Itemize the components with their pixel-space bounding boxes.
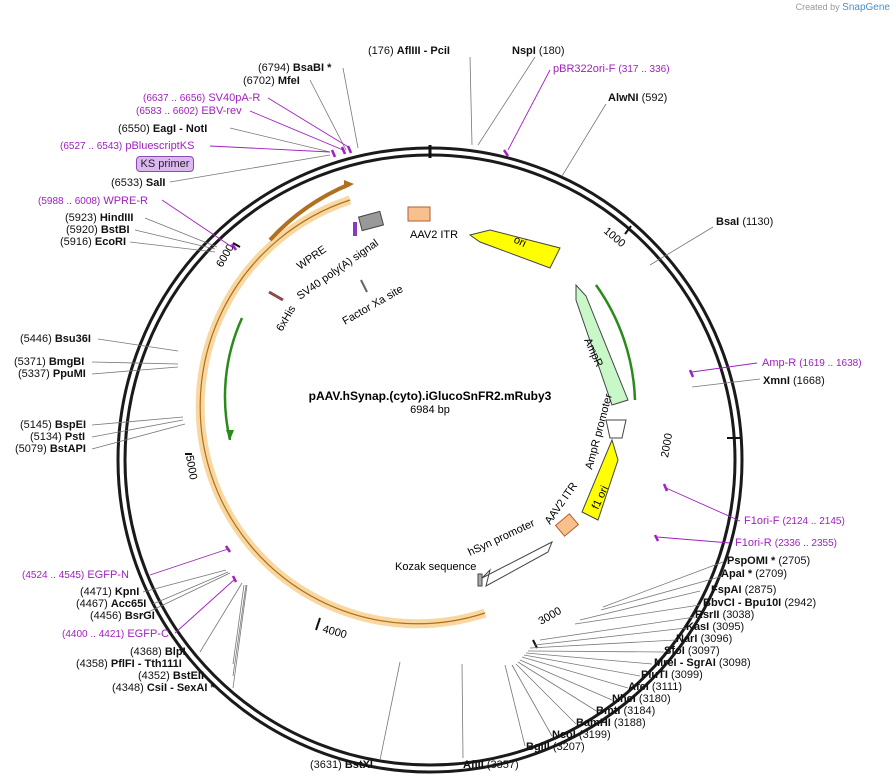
- site-label: NspI (180): [512, 45, 565, 57]
- site-label: (6794) BsaBI *: [258, 62, 332, 74]
- feature-inner-arrow: [226, 430, 234, 440]
- site-label: XmnI (1668): [763, 375, 825, 387]
- feature-label-wpre: WPRE: [295, 244, 329, 273]
- site-label: (4358) PflFI - Tth111I: [76, 658, 182, 670]
- feature-band-line: [199, 199, 486, 625]
- site-label: (5371) BmgBI: [14, 356, 84, 368]
- primer-lines: [149, 69, 758, 634]
- itr-right: [554, 513, 580, 537]
- feature-label-factor-xa: Factor Xa site: [341, 283, 406, 327]
- ampr-arrow: [575, 283, 629, 406]
- site-label: BbvCI - Bpu10I (2942): [703, 597, 816, 609]
- feature-label-hsyn: hSyn promoter: [466, 517, 537, 559]
- feature-label-sv40: SV40 poly(A) signal: [295, 237, 381, 302]
- site-label: AfeI (3111): [628, 681, 682, 693]
- site-label: AlwNI (592): [608, 92, 667, 104]
- primer-label: (6527 .. 6543) pBluescriptKS: [60, 140, 194, 152]
- 6xhis-marker: [268, 290, 284, 302]
- feature-inner-arc: [223, 317, 244, 441]
- factor-xa-marker: [360, 279, 368, 293]
- site-label: NheI (3180): [612, 693, 671, 705]
- site-label: (4471) KpnI: [80, 586, 139, 598]
- leader-lines: [91, 56, 761, 761]
- site-label: (5134) PstI: [30, 431, 85, 443]
- primer-label: (6637 .. 6656) SV40pA-R: [143, 92, 260, 104]
- wpre-arc-arrow: [344, 180, 354, 189]
- site-label: (4456) BsrGI: [90, 610, 155, 622]
- itr-left: [407, 206, 431, 222]
- site-label: ApaI * (2709): [721, 568, 787, 580]
- primer-label: (5988 .. 6008) WPRE-R: [38, 195, 148, 207]
- site-label: BmtI (3184): [596, 705, 655, 717]
- scale-tick-label: 1000: [601, 225, 627, 250]
- site-label: (5446) Bsu36I: [20, 333, 91, 345]
- site-label: (6533) SalI: [111, 177, 165, 189]
- wpre-arc: [268, 182, 351, 242]
- plasmid-title: pAAV.hSynap.(cyto).iGlucoSnFR2.mRuby3: [309, 389, 552, 403]
- site-label: RsrII (3038): [695, 609, 754, 621]
- primer-label: F1ori-F (2124 .. 2145): [744, 515, 845, 527]
- scale-tick-label: 3000: [537, 605, 564, 628]
- primer-ticks: [224, 145, 695, 583]
- kozak-marker: [477, 573, 483, 587]
- site-label: (5916) EcoRI: [60, 236, 126, 248]
- site-label: (3631) BstXI: [310, 759, 373, 771]
- site-label: BglII (3207): [526, 741, 585, 753]
- site-label: (5337) PpuMI: [18, 368, 86, 380]
- site-label: NcoI (3199): [552, 729, 611, 741]
- ampr-promoter-arrow: [605, 419, 627, 439]
- site-label: (4368) BlpI: [130, 646, 186, 658]
- primer-label: (4400 .. 4421) EGFP-C: [62, 628, 169, 640]
- ori-arrow: [468, 229, 561, 269]
- site-label: MreI - SgrAI (3098): [654, 657, 751, 669]
- scale-tick-label: 5000: [183, 454, 199, 480]
- feature-label-kozak: Kozak sequence: [395, 561, 476, 573]
- site-label: KasI (3095): [686, 621, 744, 633]
- site-label: BsaI (1130): [716, 216, 773, 228]
- site-label: PspOMI * (2705): [727, 555, 810, 567]
- site-label: (4467) Acc65I: [76, 598, 146, 610]
- f1-ori-arrow: [581, 438, 619, 521]
- scale-tick-label: 4000: [321, 623, 348, 641]
- feature-label-ori: ori: [512, 234, 528, 250]
- site-label: AflII (3357): [463, 759, 519, 771]
- site-label: (6702) MfeI: [243, 75, 300, 87]
- site-label: (5145) BspEI: [20, 419, 86, 431]
- primer-label: F1ori-R (2336 .. 2355): [735, 537, 837, 549]
- site-label: (4348) CsiI - SexAI *: [112, 682, 215, 694]
- site-label: (5920) BstBI: [66, 224, 130, 236]
- site-label: (4352) BstEII: [138, 670, 204, 682]
- primer-label: (4524 .. 4545) EGFP-N: [22, 569, 129, 581]
- site-label: NarI (3096): [676, 633, 732, 645]
- scale-ticks: 1000 2000 3000 4000 5000 6000: [183, 225, 740, 649]
- site-label: BamHI (3188): [576, 717, 646, 729]
- primer-label: pBR322ori-F (317 .. 336): [553, 63, 670, 75]
- site-label: FspAI (2875): [711, 584, 776, 596]
- feature-label-6xhis: 6xHis: [274, 303, 298, 333]
- plasmid-length: 6984 bp: [410, 404, 450, 416]
- site-label: (5079) BstAPI: [15, 443, 86, 455]
- site-label: (5923) HindIII: [65, 212, 133, 224]
- site-label: PluTI (3099): [641, 669, 703, 681]
- site-label: (6550) EagI - NotI: [118, 123, 207, 135]
- ks-primer-box: KS primer: [136, 156, 194, 172]
- feature-label-itr-left: AAV2 ITR: [410, 229, 458, 241]
- snapgene-brand: Created by SnapGene: [795, 2, 890, 13]
- primer-label: (6583 .. 6602) EBV-rev: [136, 105, 242, 117]
- wpre-marker: [353, 222, 357, 236]
- primer-label: Amp-R (1619 .. 1638): [762, 357, 862, 369]
- site-label: SfoI (3097): [664, 645, 720, 657]
- hsyn-promoter-arrow: [481, 540, 553, 587]
- site-label: (176) AflIII - PciI: [368, 45, 450, 57]
- scale-tick-label: 2000: [659, 432, 675, 458]
- ampr-outer-arc: [594, 284, 637, 401]
- sv40-polya-marker: [357, 210, 385, 232]
